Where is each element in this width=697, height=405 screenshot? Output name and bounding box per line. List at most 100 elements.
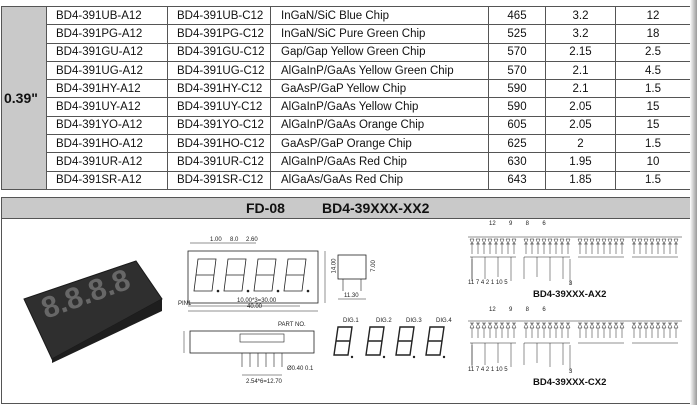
cell-anode: BD4-391GU-A12 <box>46 42 168 62</box>
cell-anode: BD4-391PG-A12 <box>46 24 168 44</box>
cell-chip: Gap/Gap Yellow Green Chip <box>270 42 489 62</box>
cell-chip: AlGaInP/GaAs Yellow Green Chip <box>270 60 489 81</box>
diode-symbol <box>577 322 583 338</box>
dim-top-a: 1.00 <box>210 237 222 243</box>
diode-symbol <box>469 238 475 254</box>
cx2-title: BD4-39XXX-CX2 <box>533 377 607 388</box>
cell-vf: 3.2 <box>545 5 616 26</box>
diode-symbol <box>487 322 493 338</box>
diode-symbol <box>601 238 607 254</box>
cell-chip: AlGaInP/GaAs Yellow Chip <box>270 97 489 117</box>
diode-symbol <box>661 322 667 338</box>
dim-part-no: PART NO. <box>278 322 306 328</box>
diode-symbol <box>601 322 607 338</box>
diode-symbol <box>547 238 553 254</box>
size-label: 0.39" <box>1 6 47 190</box>
cell-wavelength: 525 <box>488 24 546 44</box>
cell-anode: BD4-391UB-A12 <box>46 5 168 26</box>
diode-symbol <box>559 238 565 254</box>
dim-side-height: 7.00 <box>370 260 377 272</box>
diode-symbol <box>673 238 679 254</box>
dim-top-c: 2.60 <box>246 237 258 243</box>
front-view-drawing <box>187 242 367 312</box>
diode-symbol <box>475 322 481 338</box>
diode-symbol <box>541 322 547 338</box>
product-photo: 8.8.8.8 <box>23 260 163 363</box>
diode-symbol <box>667 238 673 254</box>
cell-vf: 1.95 <box>545 152 616 172</box>
diode-symbol <box>649 238 655 254</box>
diode-symbol <box>655 238 661 254</box>
cell-vf: 2.05 <box>545 115 616 136</box>
diode-symbol <box>505 322 511 338</box>
digit-3-label: DIG.3 <box>406 318 422 324</box>
diode-symbol <box>589 238 595 254</box>
cell-anode: BD4-391UY-A12 <box>46 97 168 117</box>
cell-vf: 2.1 <box>545 79 616 99</box>
ax2-top-pins: 12 9 8 6 <box>489 221 546 227</box>
digit-segment-map <box>333 326 446 359</box>
diode-symbol <box>655 322 661 338</box>
diode-symbol <box>595 322 601 338</box>
diode-symbol <box>607 322 613 338</box>
diode-symbol <box>643 322 649 338</box>
diode-symbol <box>529 322 535 338</box>
cell-cathode: BD4-391HY-C12 <box>167 79 271 99</box>
drawing-frame: 8.8.8.8 1.00 8.0 2.60 14.00 10.0 <box>1 219 691 404</box>
diode-symbol <box>493 238 499 254</box>
diode-symbol <box>589 322 595 338</box>
cell-iv: 12 <box>615 5 691 26</box>
diode-symbol <box>541 238 547 254</box>
cell-cathode: BD4-391YO-C12 <box>167 115 271 136</box>
scan-edge-shadow <box>690 0 697 405</box>
cell-anode: BD4-391HY-A12 <box>46 79 168 99</box>
cx2-mid-pin: 3 <box>569 369 573 375</box>
cx2-bottom-pins: 11 7 4 2 1 10 5 <box>468 367 508 373</box>
cell-wavelength: 590 <box>488 97 546 117</box>
cell-wavelength: 625 <box>488 134 546 154</box>
diode-symbol <box>481 238 487 254</box>
diode-symbol <box>673 322 679 338</box>
diode-symbol <box>565 322 571 338</box>
diode-symbol <box>607 238 613 254</box>
diode-symbol <box>493 322 499 338</box>
diode-symbol <box>631 322 637 338</box>
series-header-bar: FD-08 BD4-39XXX-XX2 <box>1 197 691 219</box>
series-part-number: BD4-39XXX-XX2 <box>322 200 430 216</box>
diode-symbol <box>511 322 517 338</box>
schematic-cx2 <box>468 320 682 371</box>
diode-symbol <box>613 238 619 254</box>
cell-wavelength: 605 <box>488 115 546 136</box>
diode-symbol <box>595 238 601 254</box>
series-code: FD-08 <box>246 200 285 216</box>
cell-anode: BD4-391YO-A12 <box>46 115 168 136</box>
dim-height-main: 14.00 <box>331 258 338 274</box>
diode-symbol <box>667 322 673 338</box>
dim-pins-label: PIN1 <box>178 301 192 307</box>
cell-wavelength: 643 <box>488 170 546 190</box>
diode-symbol <box>481 322 487 338</box>
diode-symbol <box>523 322 529 338</box>
diode-symbol <box>535 322 541 338</box>
cell-cathode: BD4-391UY-C12 <box>167 97 271 117</box>
diode-symbol <box>487 238 493 254</box>
diode-symbol <box>553 322 559 338</box>
cell-vf: 3.2 <box>545 24 616 44</box>
diode-symbol <box>631 238 637 254</box>
diode-symbol <box>499 238 505 254</box>
cell-chip: InGaN/SiC Pure Green Chip <box>270 24 489 44</box>
ax2-title: BD4-39XXX-AX2 <box>533 289 607 300</box>
cell-vf: 2.1 <box>545 60 616 81</box>
